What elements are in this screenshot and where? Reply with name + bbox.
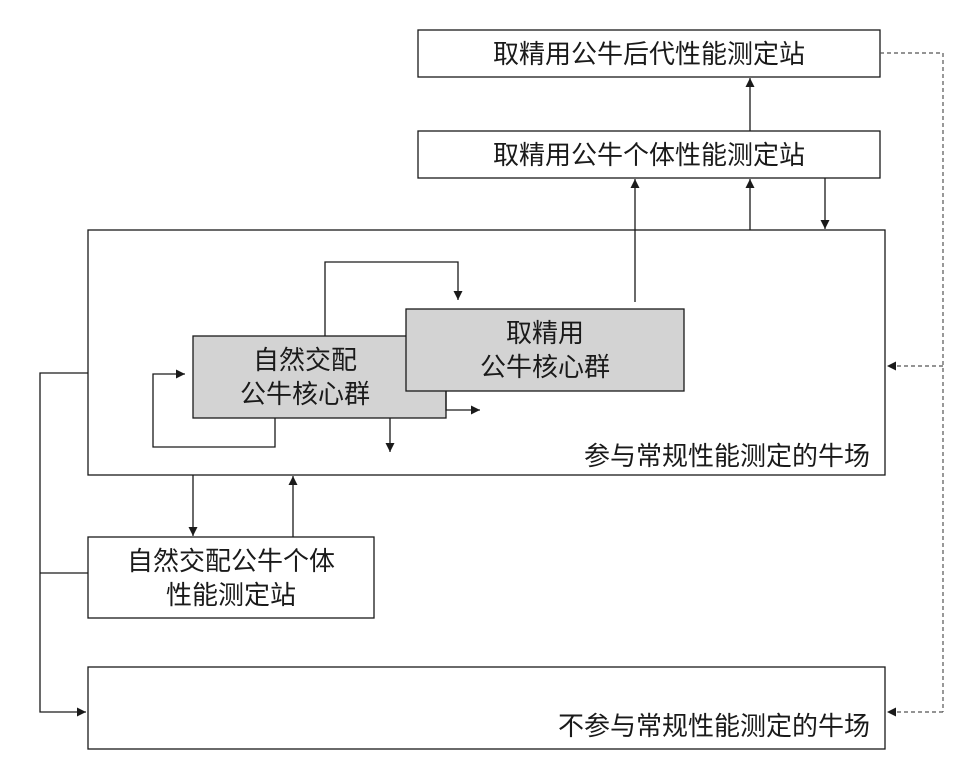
arrow-loop-to-semen-core: [324, 261, 463, 336]
natural-core-line1: 自然交配: [253, 346, 357, 376]
progeny-station-label: 取精用公牛后代性能测定站: [493, 40, 805, 70]
semen-core-line1: 取精用: [506, 319, 584, 349]
arrow-core-output-right: [445, 391, 480, 415]
natural-station-line2: 性能测定站: [166, 581, 296, 611]
natural-core-box: [192, 335, 447, 419]
semen-core-line2: 公牛核心群: [480, 353, 610, 383]
progeny-station-box: [417, 29, 881, 78]
individual-station-label: 取精用公牛个体性能测定站: [493, 141, 805, 171]
individual-station-box: [417, 130, 881, 179]
semen-core-box: [405, 308, 685, 392]
non-routine-farm-label: 不参与常规性能测定的牛场: [558, 712, 870, 742]
natural-core-line2: 公牛核心群: [240, 380, 370, 410]
arrow-farm-to-non-routine: [39, 372, 88, 717]
natural-station-line1: 自然交配公牛个体: [127, 547, 335, 577]
routine-farm-label: 参与常规性能测定的牛场: [584, 442, 870, 472]
natural-station-box: [87, 536, 375, 619]
dashed-feedback-line: [880, 52, 944, 712]
non-routine-farm-box: [87, 666, 886, 750]
arrow-natural-core-self-loop: [152, 369, 276, 448]
